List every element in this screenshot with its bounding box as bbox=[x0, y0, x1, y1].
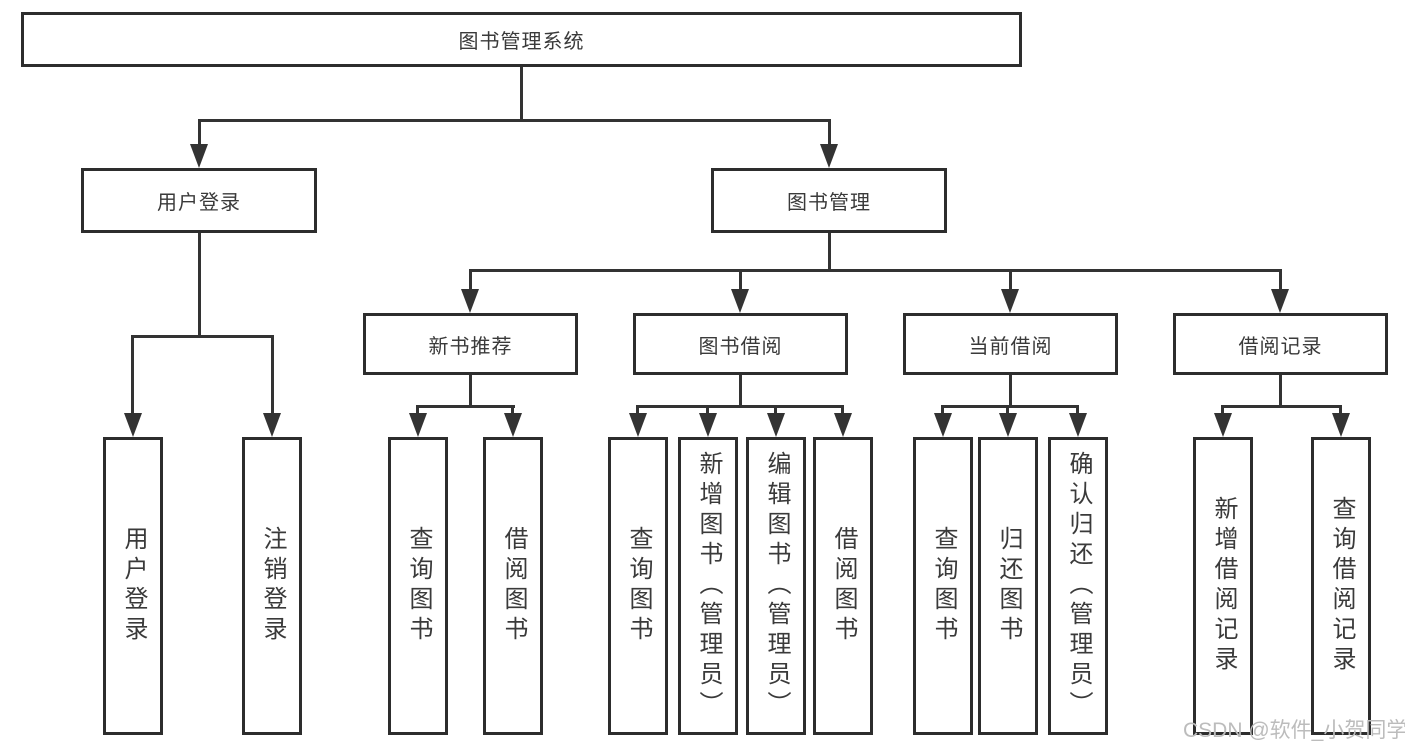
connector-line bbox=[131, 335, 134, 417]
connector-line bbox=[271, 335, 274, 417]
node-user-login-label: 用户登录 bbox=[157, 192, 241, 214]
connector-line bbox=[739, 375, 742, 407]
connector-line bbox=[828, 233, 831, 271]
connector-line bbox=[1009, 375, 1012, 407]
connector-line bbox=[511, 405, 514, 417]
connector-line bbox=[739, 269, 742, 293]
connector-line bbox=[828, 119, 831, 149]
leaf-borrow-books: 借阅图书 bbox=[813, 437, 873, 735]
arrow-down-icon bbox=[124, 413, 142, 437]
leaf-query-borrow-record-label: 查询借阅记录 bbox=[1328, 496, 1355, 676]
arrow-down-icon bbox=[263, 413, 281, 437]
leaf-logout-label: 注销登录 bbox=[259, 526, 286, 646]
arrow-down-icon bbox=[1271, 289, 1289, 313]
node-new-book-recommendation-label: 新书推荐 bbox=[428, 335, 513, 358]
connector-line bbox=[1221, 405, 1341, 408]
arrow-down-icon bbox=[1069, 413, 1087, 437]
watermark: CSDN @软件_小贺同学 bbox=[1183, 719, 1405, 742]
leaf-add-book-admin: 新增图书（管理员） bbox=[678, 437, 738, 735]
node-current-borrowing-label: 当前借阅 bbox=[968, 335, 1053, 358]
connector-line bbox=[941, 405, 944, 417]
arrow-down-icon bbox=[999, 413, 1017, 437]
leaf-borrow-books-recommend: 借阅图书 bbox=[483, 437, 543, 735]
node-current-borrowing: 当前借阅 bbox=[903, 313, 1118, 375]
arrow-down-icon bbox=[1332, 413, 1350, 437]
arrow-down-icon bbox=[1214, 413, 1232, 437]
leaf-query-books-borrow: 查询图书 bbox=[608, 437, 668, 735]
arrow-down-icon bbox=[699, 413, 717, 437]
leaf-logout: 注销登录 bbox=[242, 437, 302, 735]
connector-line bbox=[469, 375, 472, 407]
node-book-borrowing-label: 图书借阅 bbox=[698, 335, 783, 358]
node-borrowing-records: 借阅记录 bbox=[1173, 313, 1388, 375]
connector-line bbox=[469, 269, 1282, 272]
leaf-query-books-current-label: 查询图书 bbox=[930, 526, 957, 646]
arrow-down-icon bbox=[1001, 289, 1019, 313]
root-node: 图书管理系统 bbox=[21, 12, 1022, 67]
connector-line bbox=[416, 405, 419, 417]
leaf-confirm-return-admin-label: 确认归还（管理员） bbox=[1065, 451, 1092, 721]
connector-line bbox=[1339, 405, 1342, 417]
leaf-return-books: 归还图书 bbox=[978, 437, 1038, 735]
node-borrowing-records-label: 借阅记录 bbox=[1238, 335, 1323, 358]
node-book-management-label: 图书管理 bbox=[787, 192, 871, 214]
arrow-down-icon bbox=[409, 413, 427, 437]
connector-line bbox=[1009, 269, 1012, 293]
connector-line bbox=[1076, 405, 1079, 417]
connector-line bbox=[416, 405, 515, 408]
leaf-confirm-return-admin: 确认归还（管理员） bbox=[1048, 437, 1108, 735]
connector-line bbox=[1221, 405, 1224, 417]
leaf-add-book-admin-label: 新增图书（管理员） bbox=[695, 451, 722, 721]
leaf-add-borrow-record-label: 新增借阅记录 bbox=[1210, 496, 1237, 676]
node-book-management: 图书管理 bbox=[711, 168, 947, 233]
connector-line bbox=[706, 405, 709, 417]
connector-line bbox=[941, 405, 1078, 408]
leaf-borrow-books-label: 借阅图书 bbox=[830, 526, 857, 646]
connector-line bbox=[1279, 269, 1282, 293]
leaf-borrow-books-recommend-label: 借阅图书 bbox=[500, 526, 527, 646]
leaf-user-login: 用户登录 bbox=[103, 437, 163, 735]
arrow-down-icon bbox=[834, 413, 852, 437]
arrow-down-icon bbox=[767, 413, 785, 437]
connector-line bbox=[520, 67, 523, 122]
leaf-edit-book-admin: 编辑图书（管理员） bbox=[746, 437, 806, 735]
leaf-user-login-label: 用户登录 bbox=[120, 526, 147, 646]
node-user-login: 用户登录 bbox=[81, 168, 317, 233]
node-book-borrowing: 图书借阅 bbox=[633, 313, 848, 375]
leaf-query-books-borrow-label: 查询图书 bbox=[625, 526, 652, 646]
connector-line bbox=[636, 405, 843, 408]
node-new-book-recommendation: 新书推荐 bbox=[363, 313, 578, 375]
leaf-add-borrow-record: 新增借阅记录 bbox=[1193, 437, 1253, 735]
arrow-down-icon bbox=[731, 289, 749, 313]
connector-line bbox=[198, 119, 831, 122]
arrow-down-icon bbox=[934, 413, 952, 437]
leaf-query-borrow-record: 查询借阅记录 bbox=[1311, 437, 1371, 735]
connector-line bbox=[841, 405, 844, 417]
connector-line bbox=[131, 335, 274, 338]
arrow-down-icon bbox=[504, 413, 522, 437]
connector-line bbox=[774, 405, 777, 417]
connector-line bbox=[1006, 405, 1009, 417]
root-node-label: 图书管理系统 bbox=[458, 31, 585, 53]
leaf-query-books-current: 查询图书 bbox=[913, 437, 973, 735]
connector-line bbox=[198, 119, 201, 149]
connector-line bbox=[469, 269, 472, 293]
arrow-down-icon bbox=[629, 413, 647, 437]
leaf-edit-book-admin-label: 编辑图书（管理员） bbox=[763, 451, 790, 721]
connector-line bbox=[1279, 375, 1282, 407]
arrow-down-icon bbox=[190, 144, 208, 168]
arrow-down-icon bbox=[461, 289, 479, 313]
leaf-return-books-label: 归还图书 bbox=[995, 526, 1022, 646]
leaf-query-books-recommend: 查询图书 bbox=[388, 437, 448, 735]
leaf-query-books-recommend-label: 查询图书 bbox=[405, 526, 432, 646]
arrow-down-icon bbox=[820, 144, 838, 168]
connector-line bbox=[198, 233, 201, 337]
connector-line bbox=[636, 405, 639, 417]
